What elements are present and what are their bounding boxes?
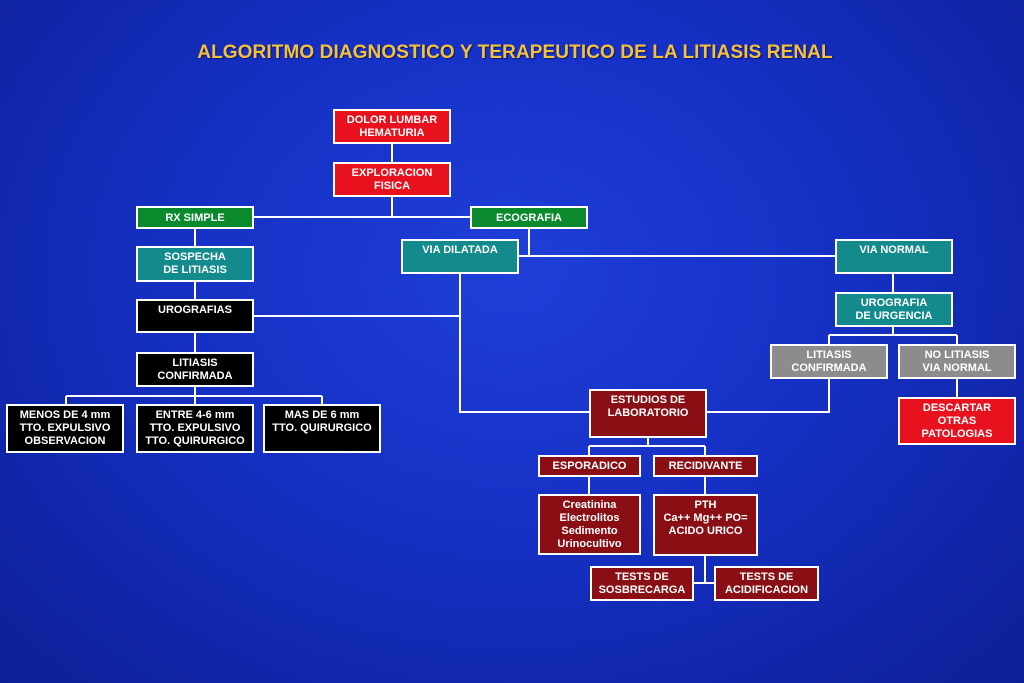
node-urografia-urgencia: UROGRAFIA DE URGENCIA bbox=[835, 292, 953, 327]
node-tests-sobrecarga: TESTS DE SOSBRECARGA bbox=[590, 566, 694, 601]
node-exploracion-fisica: EXPLORACION FISICA bbox=[333, 162, 451, 197]
page-title: ALGORITMO DIAGNOSTICO Y TERAPEUTICO DE L… bbox=[197, 42, 833, 63]
connector bbox=[706, 378, 830, 413]
node-via-dilatada: VIA DILATADA bbox=[401, 239, 519, 274]
connector bbox=[459, 273, 590, 413]
node-estudios-laboratorio: ESTUDIOS DE LABORATORIO bbox=[589, 389, 707, 438]
node-mas-6mm: MAS DE 6 mm TTO. QUIRURGICO bbox=[263, 404, 381, 453]
node-dolor-lumbar: DOLOR LUMBAR HEMATURIA bbox=[333, 109, 451, 144]
node-creatinina: Creatinina Electrolitos Sedimento Urinoc… bbox=[538, 494, 641, 555]
node-menos-4mm: MENOS DE 4 mm TTO. EXPULSIVO OBSERVACION bbox=[6, 404, 124, 453]
node-ecografia: ECOGRAFIA bbox=[470, 206, 588, 229]
node-tests-acidificacion: TESTS DE ACIDIFICACION bbox=[714, 566, 819, 601]
node-no-litiasis: NO LITIASIS VIA NORMAL bbox=[898, 344, 1016, 379]
node-via-normal: VIA NORMAL bbox=[835, 239, 953, 274]
node-litiasis-confirmada-right: LITIASIS CONFIRMADA bbox=[770, 344, 888, 379]
node-pth: PTH Ca++ Mg++ PO= ACIDO URICO bbox=[653, 494, 758, 556]
node-descartar-patologias: DESCARTAR OTRAS PATOLOGIAS bbox=[898, 397, 1016, 445]
node-urografias: UROGRAFIAS bbox=[136, 299, 254, 333]
node-recidivante: RECIDIVANTE bbox=[653, 455, 758, 477]
node-entre-4-6mm: ENTRE 4-6 mm TTO. EXPULSIVO TTO. QUIRURG… bbox=[136, 404, 254, 453]
node-sospecha-litiasis: SOSPECHA DE LITIASIS bbox=[136, 246, 254, 282]
node-esporadico: ESPORADICO bbox=[538, 455, 641, 477]
node-litiasis-confirmada-left: LITIASIS CONFIRMADA bbox=[136, 352, 254, 387]
node-rx-simple: RX SIMPLE bbox=[136, 206, 254, 229]
